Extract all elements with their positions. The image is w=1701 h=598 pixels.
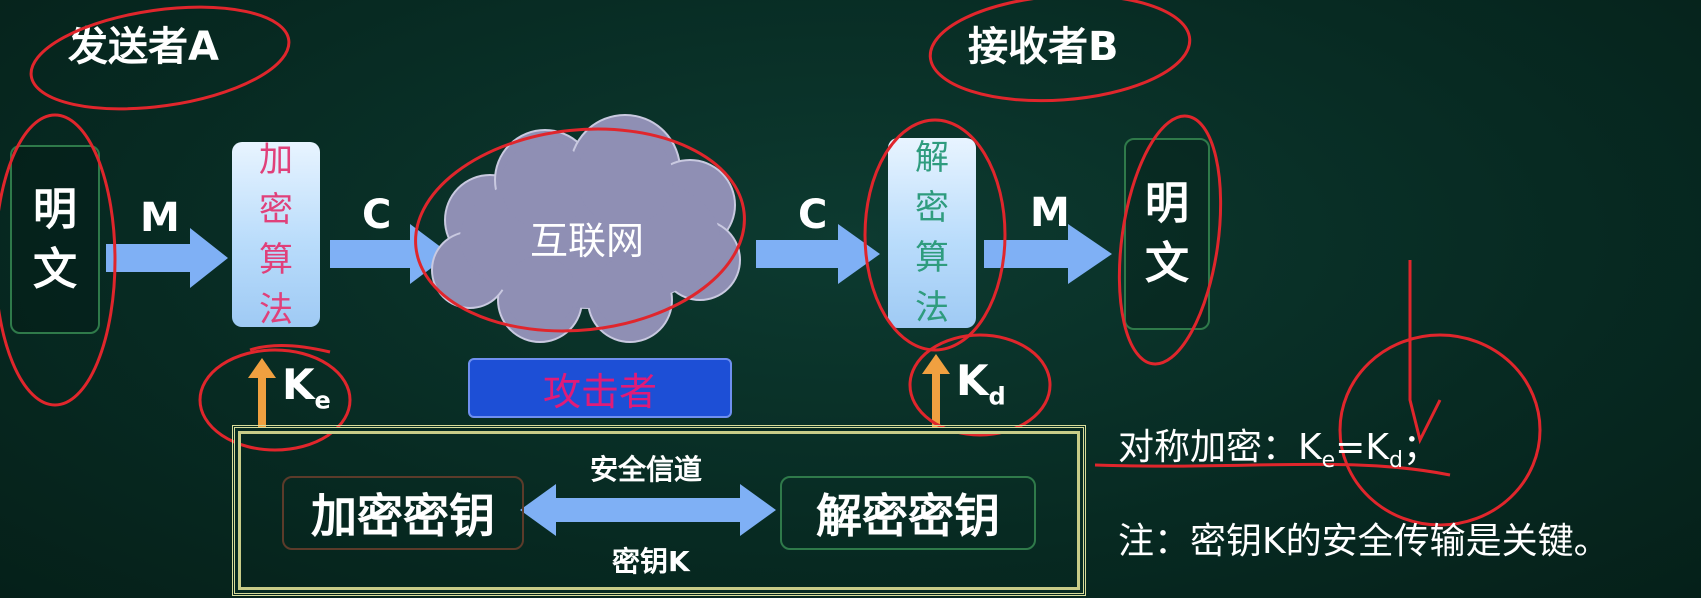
decrypt-algo-char-1: 解 — [915, 138, 949, 178]
plaintext-right-char-1: 明 — [1145, 178, 1189, 229]
kd-main: K — [956, 356, 989, 405]
decrypt-key-box: 解密密钥 — [780, 476, 1036, 550]
symmetric-sub-e: e — [1321, 448, 1336, 474]
receiver-label: 接收者B — [968, 24, 1119, 70]
encrypt-key-text: 加密密钥 — [311, 489, 495, 543]
symmetric-note: 对称加密：Ke=Kd； — [1118, 418, 1439, 473]
symmetric-end: ； — [1402, 427, 1439, 468]
encrypt-algo-char-2: 密 — [259, 189, 293, 230]
symmetric-sub-d: d — [1388, 448, 1403, 474]
attacker-label: 攻击者 — [542, 369, 657, 414]
secure-channel-label: 安全信道 — [590, 453, 703, 486]
key-k-label: 密钥K — [612, 545, 690, 578]
plaintext-left-box: 明 文 — [10, 145, 100, 334]
internet-label: 互联网 — [530, 219, 645, 263]
label-c-right: C — [798, 192, 828, 238]
ke-up-arrow — [248, 358, 276, 430]
label-m-left: M — [140, 195, 180, 241]
sender-label: 发送者A — [68, 24, 219, 70]
decrypt-algorithm-box: 解 密 算 法 — [888, 138, 976, 328]
arrow-c-left — [330, 224, 450, 284]
encrypt-algorithm-box: 加 密 算 法 — [232, 140, 320, 330]
label-c-left: C — [362, 192, 392, 238]
kd-sub: d — [988, 382, 1006, 411]
decrypt-algo-char-3: 算 — [915, 238, 949, 278]
symmetric-mid: =K — [1335, 427, 1389, 468]
encrypt-algo-char-4: 法 — [259, 289, 293, 330]
decrypt-key-text: 解密密钥 — [816, 489, 1000, 543]
encrypt-key-box: 加密密钥 — [282, 476, 524, 550]
decrypt-algo-char-4: 法 — [915, 288, 949, 328]
arrow-m-left — [106, 228, 228, 288]
key-transfer-note: 注：密钥K的安全传输是关键。 — [1118, 521, 1610, 562]
secure-channel-arrow — [520, 484, 776, 536]
plaintext-right-char-2: 文 — [1145, 238, 1189, 289]
ke-main: K — [282, 360, 315, 409]
arrow-m-right — [984, 224, 1112, 284]
plaintext-left-char-2: 文 — [33, 243, 77, 295]
label-m-right: M — [1030, 190, 1070, 236]
attacker-box: 攻击者 — [468, 358, 732, 418]
key-exchange-panel — [232, 425, 1086, 596]
decrypt-algo-char-2: 密 — [915, 188, 949, 228]
plaintext-left-char-1: 明 — [33, 183, 77, 235]
symmetric-prefix: 对称加密：K — [1118, 427, 1322, 468]
arrow-c-right — [756, 224, 880, 284]
encrypt-algo-char-3: 算 — [259, 239, 293, 280]
ke-sub: e — [314, 386, 331, 415]
encrypt-key-label: Ke — [282, 360, 331, 414]
decrypt-key-label: Kd — [956, 356, 1006, 410]
encrypt-algo-char-1: 加 — [259, 139, 293, 180]
kd-up-arrow — [922, 354, 950, 430]
